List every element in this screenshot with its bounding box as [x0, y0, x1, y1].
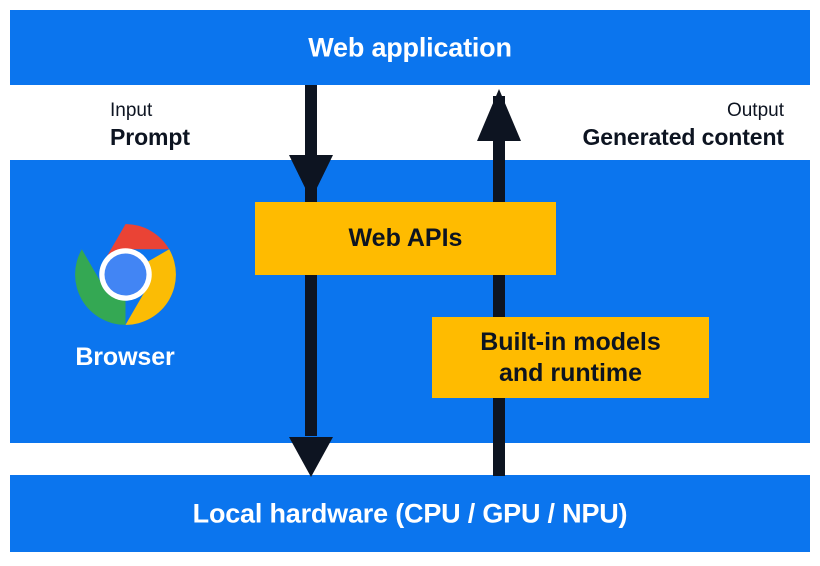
chrome-logo-icon [74, 224, 176, 325]
input-flow-label: Input Prompt [110, 99, 190, 152]
browser-block: Browser [62, 222, 188, 372]
local-hardware-title: Local hardware (CPU / GPU / NPU) [192, 498, 628, 528]
input-value: Prompt [110, 123, 190, 150]
web-apis-label: Web APIs [348, 224, 463, 253]
web-application-title: Web application [308, 32, 512, 62]
output-kicker: Output [726, 100, 784, 121]
builtin-models-line2: and runtime [498, 358, 643, 387]
box-builtin-models: Built-in models and runtime [432, 317, 709, 398]
box-web-apis: Web APIs [255, 202, 556, 275]
browser-label: Browser [75, 343, 175, 371]
builtin-models-label: Built-in models and runtime [470, 327, 671, 388]
band-local-hardware: Local hardware (CPU / GPU / NPU) [10, 475, 810, 552]
band-web-application: Web application [10, 10, 810, 85]
output-value: Generated content [582, 123, 784, 150]
builtin-models-line1: Built-in models [480, 328, 661, 356]
output-flow-label: Output Generated content [582, 99, 784, 152]
input-kicker: Input [110, 100, 153, 121]
